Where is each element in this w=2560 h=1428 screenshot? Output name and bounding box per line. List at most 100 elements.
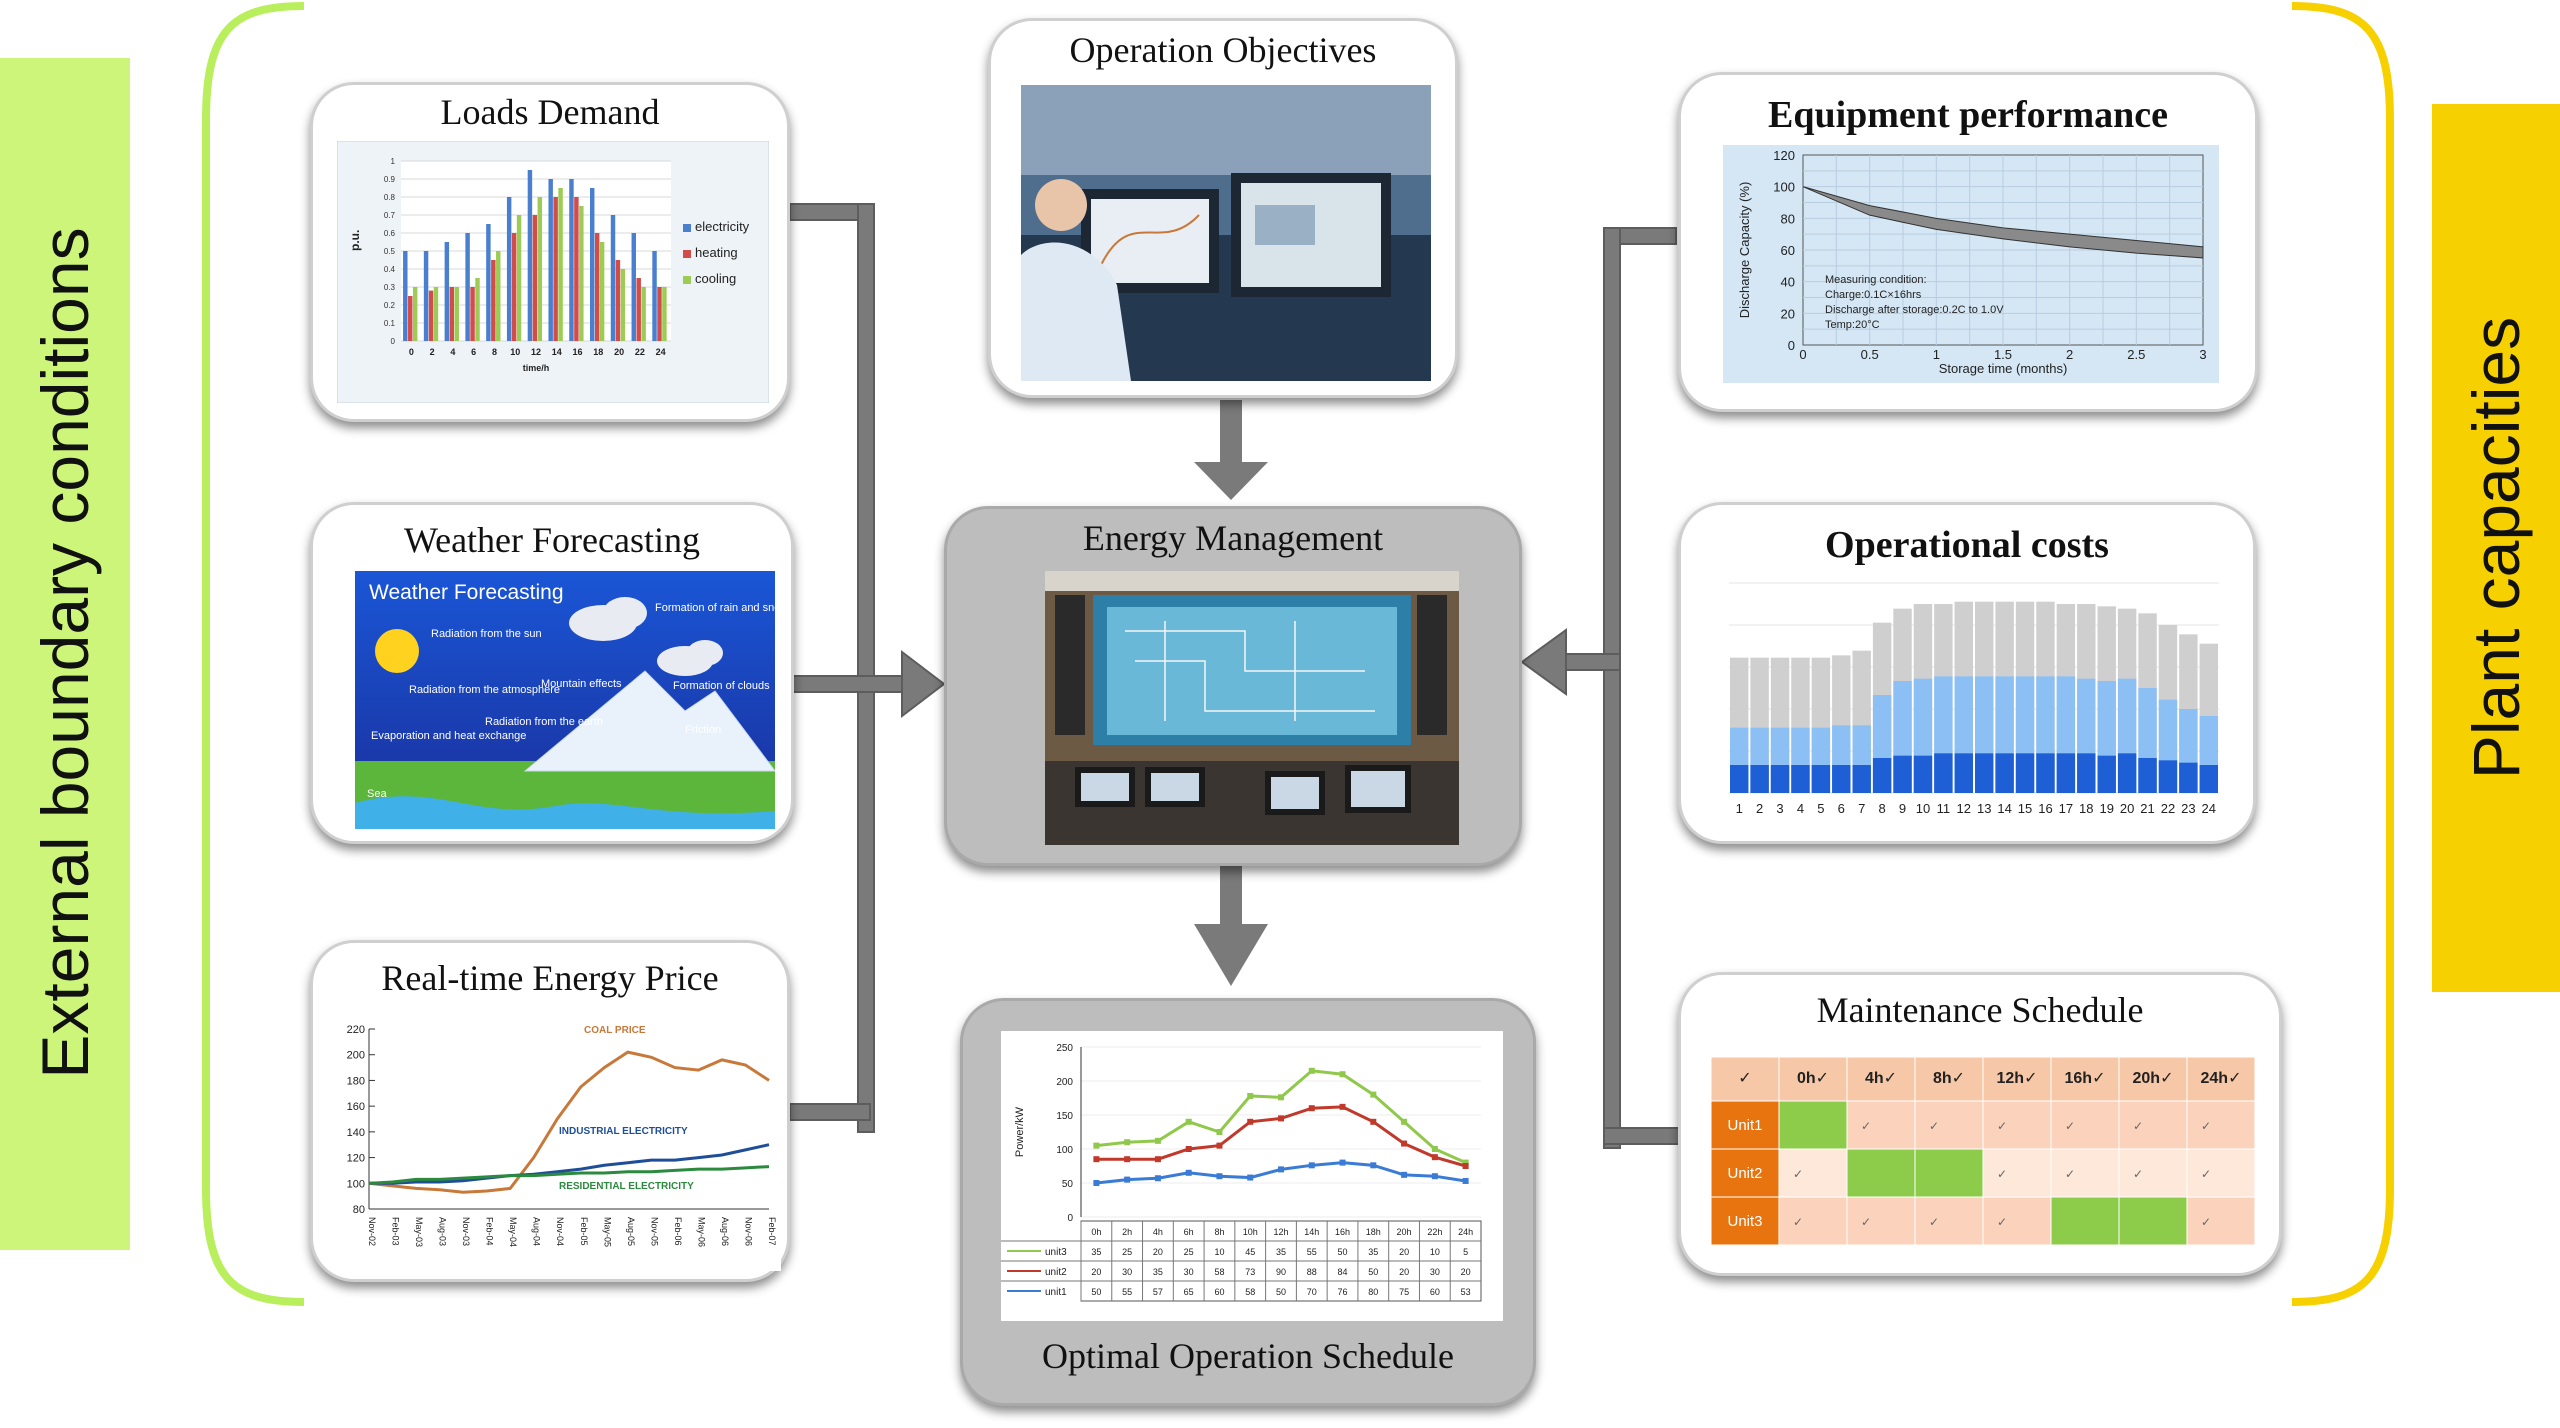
x-tick-label: 11 bbox=[1937, 801, 1951, 816]
table-header-text: 8h✓ bbox=[1933, 1070, 1965, 1087]
x-tick-label: May-06 bbox=[696, 1217, 706, 1247]
table-value: 50 bbox=[1338, 1247, 1348, 1257]
table-value: 50 bbox=[1091, 1287, 1101, 1297]
bar-segment bbox=[1852, 765, 1871, 793]
bar bbox=[590, 188, 595, 341]
data-point bbox=[1370, 1162, 1377, 1169]
x-tick-label: 6 bbox=[471, 347, 476, 357]
x-tick-label: 20h bbox=[1397, 1227, 1412, 1237]
x-tick-label: Feb-04 bbox=[485, 1217, 495, 1246]
energy-price-title: Real-time Energy Price bbox=[381, 958, 719, 998]
schedule-mark: ✓ bbox=[2065, 1167, 2075, 1181]
data-point bbox=[1308, 1067, 1315, 1074]
right-band bbox=[2432, 104, 2560, 992]
x-tick-label: 10 bbox=[1916, 801, 1930, 816]
bar bbox=[636, 278, 641, 341]
bar bbox=[412, 287, 418, 341]
table-value: 20 bbox=[1399, 1247, 1409, 1257]
x-tick-label: 0.5 bbox=[1861, 347, 1879, 362]
table-value: 88 bbox=[1307, 1267, 1317, 1277]
bar bbox=[620, 269, 626, 341]
series-line bbox=[368, 1165, 770, 1185]
data-point bbox=[1308, 1162, 1315, 1169]
table-value: 30 bbox=[1122, 1267, 1132, 1277]
capacity-band bbox=[1802, 186, 2204, 259]
river bbox=[355, 796, 775, 829]
bar-segment bbox=[1791, 765, 1810, 793]
weather-image-title: Weather Forecasting bbox=[369, 581, 564, 604]
table-value: 55 bbox=[1122, 1287, 1132, 1297]
bar bbox=[558, 188, 563, 341]
data-point bbox=[1339, 1159, 1346, 1166]
x-tick-label: Aug-06 bbox=[720, 1217, 730, 1246]
schedule-cell bbox=[2050, 1196, 2120, 1246]
bar bbox=[496, 251, 501, 341]
schedule-cell bbox=[1982, 1100, 2052, 1150]
schedule-cell bbox=[1846, 1148, 1916, 1198]
loads-demand-title: Loads Demand bbox=[440, 92, 660, 132]
schedule-mark: ✓ bbox=[1929, 1215, 1939, 1229]
x-tick-label: 13 bbox=[1977, 801, 1991, 816]
table-value: 60 bbox=[1214, 1287, 1224, 1297]
panel-weather-forecasting: Weather Forecasting Weather Forecasting … bbox=[310, 502, 794, 844]
schedule-cell bbox=[2118, 1148, 2188, 1198]
equipment-title: Equipment performance bbox=[1767, 94, 2169, 136]
bar bbox=[491, 260, 496, 341]
bar bbox=[641, 287, 646, 341]
data-point bbox=[1462, 1163, 1469, 1169]
table-value: 35 bbox=[1153, 1267, 1163, 1277]
data-point bbox=[1339, 1071, 1346, 1078]
table-header-text: 16h✓ bbox=[2065, 1070, 2106, 1087]
table-value: 50 bbox=[1368, 1267, 1378, 1277]
x-tick-label: 8h bbox=[1214, 1227, 1224, 1237]
weather-label: Evaporation and heat exchange bbox=[371, 730, 526, 742]
unit-cell bbox=[1711, 1196, 1780, 1246]
mountain bbox=[523, 670, 775, 772]
bar bbox=[527, 170, 533, 341]
schedule-mark: ✓ bbox=[2065, 1119, 2075, 1133]
down-arrow-bottom bbox=[1194, 866, 1268, 986]
bar-segment bbox=[2199, 765, 2218, 793]
x-tick-label: Aug-05 bbox=[626, 1217, 636, 1246]
table-value: 58 bbox=[1245, 1287, 1255, 1297]
table-header-text: 0h✓ bbox=[1797, 1070, 1829, 1087]
y-tick-label: 160 bbox=[347, 1101, 365, 1113]
table-value: 35 bbox=[1091, 1247, 1101, 1257]
chart-frame bbox=[329, 1019, 781, 1271]
panel-operation-objectives: Operation Objectives bbox=[988, 18, 1458, 398]
series-line bbox=[369, 1143, 770, 1185]
x-tick-label: 18 bbox=[2079, 801, 2093, 816]
x-tick-label: 3 bbox=[1776, 801, 1783, 816]
schedule-mark: ✓ bbox=[2201, 1119, 2211, 1133]
schedule-mark: ✓ bbox=[2133, 1119, 2143, 1133]
schedule-mark: ✓ bbox=[1997, 1167, 2007, 1181]
data-point bbox=[1154, 1175, 1161, 1182]
x-tick-label: Aug-04 bbox=[532, 1217, 542, 1246]
weather-label: Radiation from the atmosphere bbox=[409, 684, 560, 696]
y-tick-label: 100 bbox=[347, 1178, 365, 1190]
y-tick-label: 0.6 bbox=[384, 229, 396, 238]
left-arrow bbox=[901, 649, 946, 719]
data-point bbox=[1308, 1105, 1315, 1112]
schedule-cell bbox=[1778, 1148, 1848, 1198]
x-tick-label: 24 bbox=[656, 347, 666, 357]
data-point bbox=[1462, 1177, 1469, 1184]
schedule-mark: ✓ bbox=[1929, 1119, 1939, 1133]
x-tick-label: Feb-03 bbox=[391, 1217, 401, 1246]
schedule-mark: ✓ bbox=[1793, 1215, 1803, 1229]
data-point bbox=[1401, 1140, 1408, 1147]
data-point bbox=[1431, 1146, 1438, 1152]
maintenance-title: Maintenance Schedule bbox=[1816, 990, 2144, 1030]
left-band bbox=[0, 58, 130, 1250]
table-header-cell bbox=[1982, 1057, 2052, 1102]
bar bbox=[449, 287, 455, 341]
x-tick-label: 24 bbox=[2202, 801, 2216, 816]
data-point bbox=[1431, 1173, 1438, 1180]
schedule-mark: ✓ bbox=[1861, 1119, 1871, 1133]
weather-label: Radiation from the earth bbox=[485, 716, 603, 728]
annotation-text: Discharge after storage:0.2C to 1.0V bbox=[1825, 304, 2004, 316]
schedule-cell bbox=[2186, 1148, 2256, 1198]
